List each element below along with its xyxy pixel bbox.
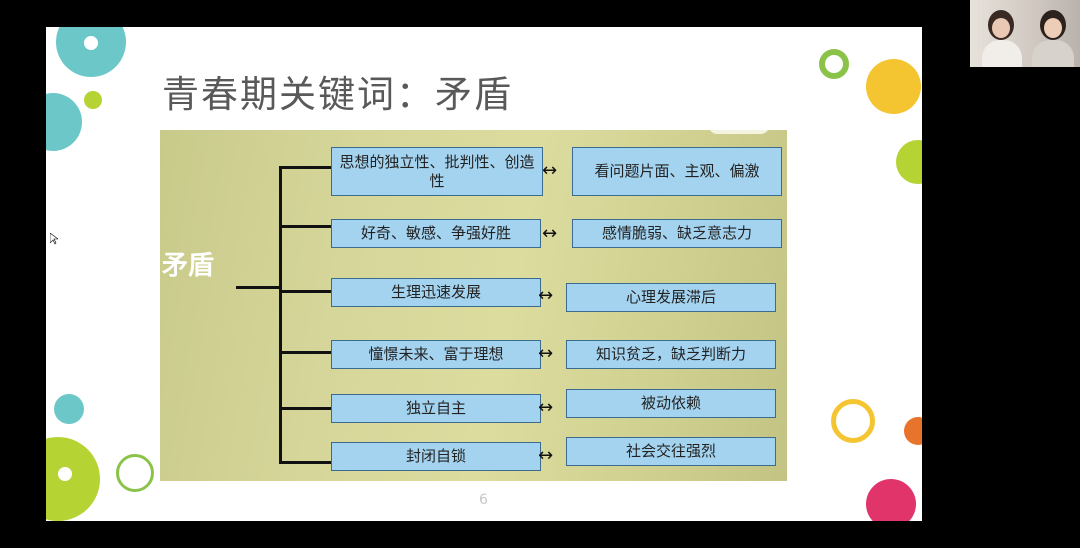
trunk-line	[279, 166, 282, 464]
double-arrow-icon: ↔	[538, 285, 554, 306]
page-number: 6	[479, 492, 488, 508]
decor-ring-yellow	[831, 399, 875, 443]
webcam-video-thumbnail[interactable]	[970, 0, 1080, 67]
left-trait-box: 思想的独立性、批判性、创造性	[331, 147, 543, 196]
right-trait-box: 被动依赖	[566, 389, 776, 418]
double-arrow-icon: ↔	[538, 445, 554, 466]
right-trait-box: 心理发展滞后	[566, 283, 776, 312]
branch-line	[279, 461, 331, 464]
left-trait-box: 封闭自锁	[331, 442, 541, 471]
decor-circle-lime-right	[896, 140, 922, 184]
presentation-slide: 青春期关键词：矛盾 矛盾 思想的独立性、批判性、创造性 ↔ 看问题片面、主观、偏…	[46, 27, 922, 521]
double-arrow-icon: ↔	[538, 343, 554, 364]
right-trait-box: 感情脆弱、缺乏意志力	[572, 219, 782, 248]
right-trait-box: 看问题片面、主观、偏激	[572, 147, 782, 196]
branch-line	[279, 351, 331, 354]
panel-tab-decor	[709, 130, 769, 134]
diagram-root-label: 矛盾	[162, 251, 215, 281]
branch-line	[279, 225, 331, 228]
double-arrow-icon: ↔	[538, 397, 554, 418]
participant-avatar	[992, 18, 1010, 38]
left-trait-box: 好奇、敏感、争强好胜	[331, 219, 541, 248]
left-trait-box: 独立自主	[331, 394, 541, 423]
double-arrow-icon: ↔	[542, 223, 558, 244]
decor-ring-lime	[819, 49, 849, 79]
branch-line	[279, 290, 331, 293]
decor-ring-green	[116, 454, 154, 492]
decor-circle-yellow	[866, 59, 921, 114]
decor-circle-teal-large	[56, 27, 126, 77]
right-trait-box: 社会交往强烈	[566, 437, 776, 466]
double-arrow-icon: ↔	[542, 160, 558, 181]
decor-circle-orange	[904, 417, 922, 445]
right-trait-box: 知识贫乏，缺乏判断力	[566, 340, 776, 369]
contradiction-diagram: 矛盾 思想的独立性、批判性、创造性 ↔ 看问题片面、主观、偏激 好奇、敏感、争强…	[160, 130, 787, 481]
mouse-cursor-icon	[49, 232, 59, 248]
decor-circle-teal	[46, 93, 82, 151]
left-trait-box: 生理迅速发展	[331, 278, 541, 307]
decor-circle-white-dot	[58, 467, 72, 481]
decor-circle-teal-small	[54, 394, 84, 424]
decor-circle-pink	[866, 479, 916, 521]
decor-circle-lime-large	[46, 437, 100, 521]
slide-title: 青春期关键词：矛盾	[162, 73, 513, 116]
branch-line	[279, 407, 331, 410]
left-trait-box: 憧憬未来、富于理想	[331, 340, 541, 369]
root-connector-line	[236, 286, 280, 289]
branch-line	[279, 166, 331, 169]
participant-body	[982, 40, 1022, 67]
decor-circle-lime-small	[84, 91, 102, 109]
participant-body	[1032, 40, 1074, 67]
participant-avatar	[1044, 18, 1062, 38]
decor-circle-white-dot	[84, 36, 98, 50]
